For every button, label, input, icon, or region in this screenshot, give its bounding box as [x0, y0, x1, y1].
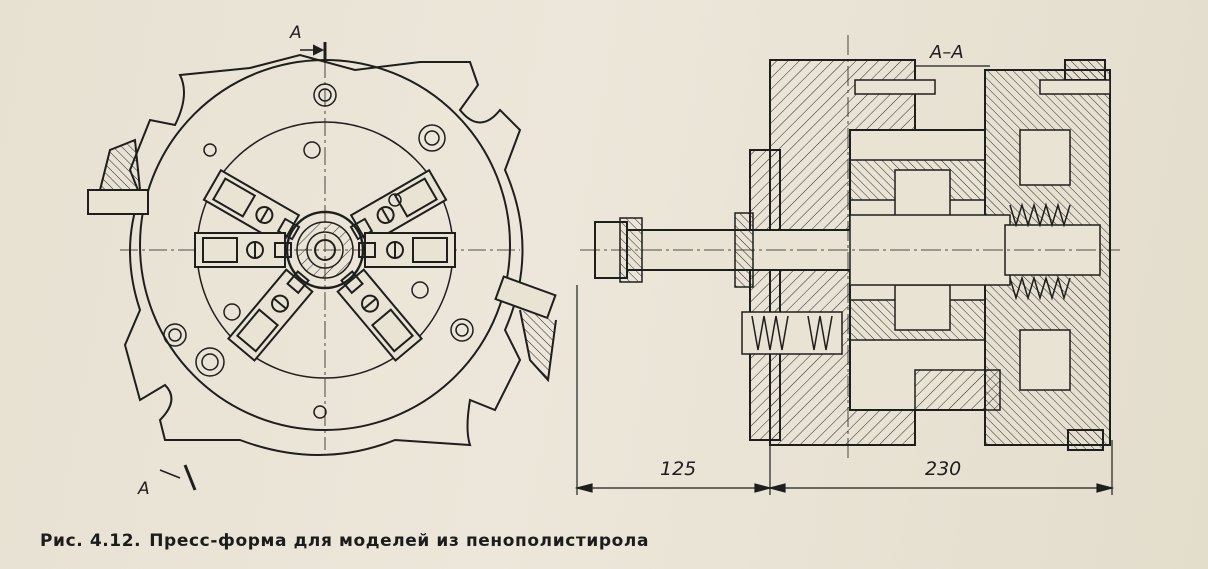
- dimension-125: 125: [660, 458, 696, 480]
- slide-left: [194, 232, 292, 268]
- cut-line-bottom: [183, 464, 197, 491]
- spring-right: [1009, 202, 1071, 301]
- section-view: [580, 35, 1120, 460]
- handle-left: [87, 138, 149, 215]
- cut-mark-bottom: А: [137, 479, 150, 499]
- figure-caption: Рис. 4.12. Пресс-форма для моделей из пен…: [40, 531, 657, 551]
- cut-mark-top: А: [289, 23, 302, 43]
- section-label: А–А: [929, 42, 964, 63]
- dimension-230: 230: [925, 458, 961, 480]
- slide-right: [358, 232, 456, 268]
- handle-right: [494, 275, 557, 383]
- slide-bottom-right: [336, 268, 423, 362]
- flange-outline: [123, 53, 524, 456]
- slide-top-left: [202, 168, 301, 247]
- slide-top-right: [349, 168, 448, 247]
- bolt-holes: [163, 83, 474, 419]
- dimension-lines: [574, 285, 1115, 495]
- caption-number: Рис. 4.12.: [40, 531, 142, 551]
- caption-text: Пресс-форма для моделей из пенополистиро…: [149, 531, 650, 551]
- spring-left: [741, 311, 843, 355]
- slide-bottom-left: [227, 268, 314, 362]
- front-view: [87, 42, 557, 491]
